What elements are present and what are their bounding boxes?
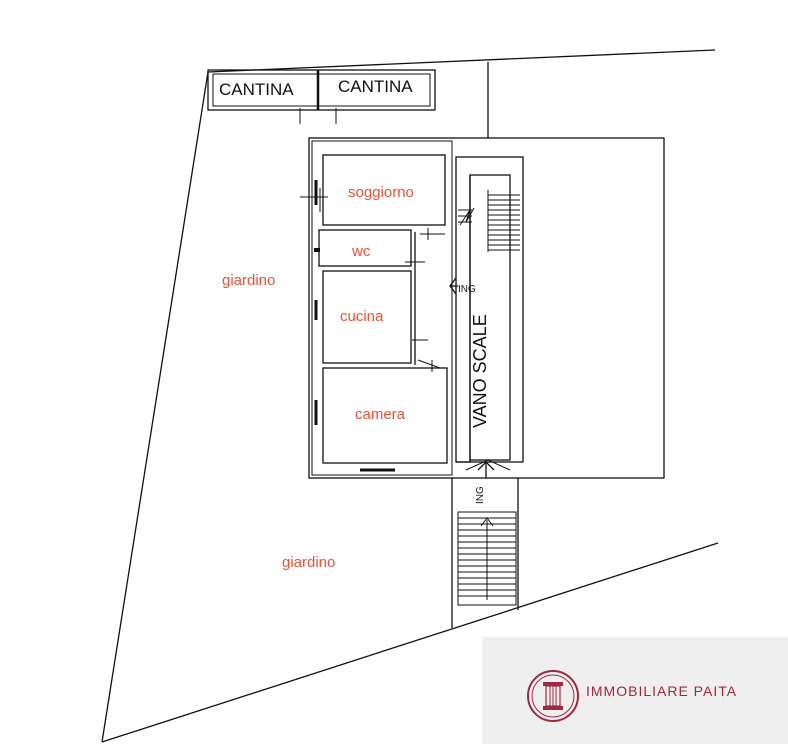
cantina-right-label: CANTINA xyxy=(338,77,413,96)
cantina-left-label: CANTINA xyxy=(219,80,294,99)
stair-core xyxy=(455,156,524,463)
camera-label: camera xyxy=(355,406,406,423)
soggiorno-room xyxy=(322,154,446,226)
cucina-room xyxy=(322,270,412,364)
cucina-label: cucina xyxy=(340,308,384,325)
room-walls xyxy=(314,154,448,472)
soggiorno-label: soggiorno xyxy=(348,184,414,201)
wc-label: wc xyxy=(351,243,371,260)
column-pillar-icon xyxy=(527,670,579,722)
brand-banner: IMMOBILIARE PAITA xyxy=(482,637,788,744)
lower-stair-treads xyxy=(458,517,516,597)
entrance-arrow-lower xyxy=(465,459,511,478)
door-marks xyxy=(300,188,445,372)
vano-scale-label: VANO SCALE xyxy=(470,314,490,428)
camera-room xyxy=(322,367,448,464)
giardino-upper-label: giardino xyxy=(222,272,275,289)
ing-upper-label: ING xyxy=(458,284,476,295)
brand-name: IMMOBILIARE PAITA xyxy=(586,683,738,699)
entrance-arrow-upper xyxy=(449,277,458,295)
property-boundary xyxy=(101,49,719,743)
giardino-lower-label: giardino xyxy=(282,554,335,571)
ing-lower-label: ING xyxy=(475,486,486,504)
upper-stair-treads xyxy=(458,190,520,252)
cantina-block xyxy=(207,69,436,124)
